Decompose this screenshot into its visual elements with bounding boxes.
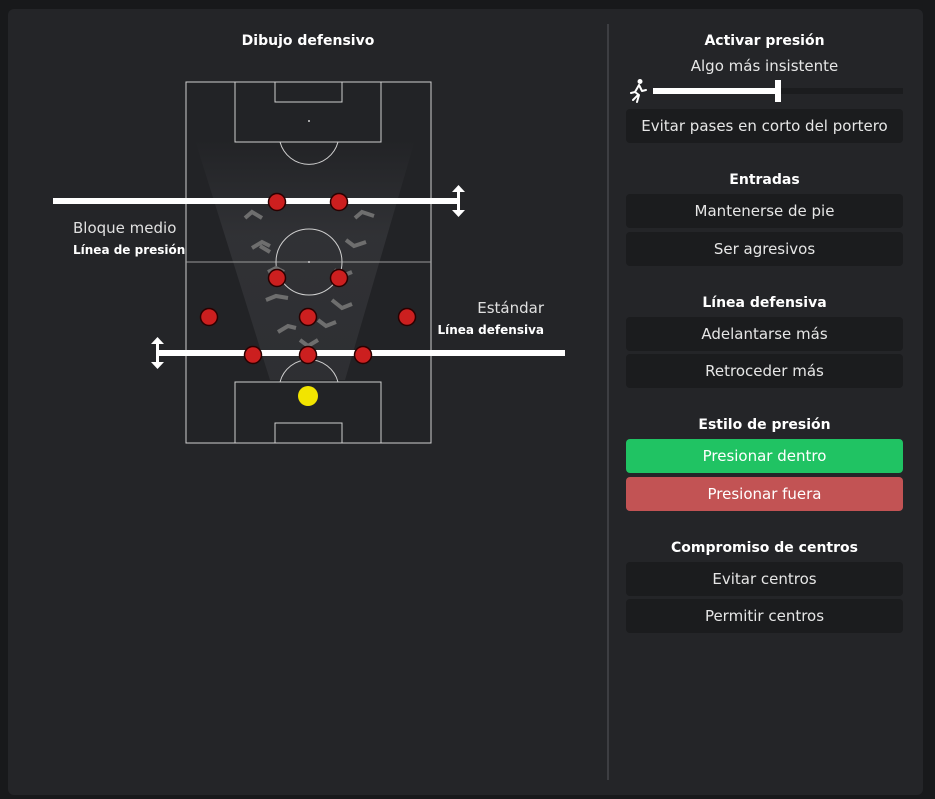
force-inside-button[interactable]: Presionar dentro xyxy=(626,439,903,473)
invite-crosses-button[interactable]: Permitir centros xyxy=(626,599,903,633)
centre-circle xyxy=(275,228,343,296)
crossing-title: Compromiso de centros xyxy=(671,540,858,556)
bottom-goal-area xyxy=(274,422,343,444)
player-marker xyxy=(329,192,349,212)
pressing-slider-fill xyxy=(653,88,778,94)
get-stuck-in-button[interactable]: Ser agresivos xyxy=(626,232,903,266)
defensive-shape-title: Dibujo defensivo xyxy=(241,33,375,49)
tackling-title: Entradas xyxy=(729,172,800,188)
stop-crosses-button[interactable]: Evitar centros xyxy=(626,562,903,596)
player-marker xyxy=(199,307,219,327)
player-marker xyxy=(397,307,417,327)
player-marker xyxy=(298,345,318,365)
defensive-line-title: Línea defensiva xyxy=(702,295,827,311)
player-marker xyxy=(298,307,318,327)
top-goal-area xyxy=(274,81,343,103)
force-outside-button[interactable]: Presionar fuera xyxy=(626,477,903,511)
goalkeeper-marker xyxy=(298,386,318,406)
def-line-arrow-icon xyxy=(151,337,164,369)
running-person-icon xyxy=(630,79,647,103)
movement-arrows xyxy=(243,209,375,349)
stay-on-feet-button[interactable]: Mantenerse de pie xyxy=(626,194,903,228)
player-marker xyxy=(329,268,349,288)
player-marker xyxy=(353,345,373,365)
avoid-gk-short-pass-button[interactable]: Evitar pases en corto del portero xyxy=(626,109,903,143)
player-marker xyxy=(243,345,263,365)
press-line-sublabel: Línea de presión xyxy=(73,243,186,257)
player-marker xyxy=(267,192,287,212)
press-style-title: Estilo de presión xyxy=(698,417,831,433)
pressing-title: Activar presión xyxy=(704,33,825,49)
pressing-slider-handle[interactable] xyxy=(775,80,781,102)
pressing-value-label: Algo más insistente xyxy=(690,57,839,75)
def-line-label: Estándar xyxy=(477,299,544,317)
player-marker xyxy=(267,268,287,288)
step-up-more-button[interactable]: Adelantarse más xyxy=(626,317,903,351)
press-line-label: Bloque medio xyxy=(73,219,177,237)
panel-divider xyxy=(607,24,609,780)
players xyxy=(199,192,417,365)
def-line-sublabel: Línea defensiva xyxy=(437,323,544,337)
press-line-arrow-icon xyxy=(452,185,465,217)
drop-off-more-button[interactable]: Retroceder más xyxy=(626,354,903,388)
